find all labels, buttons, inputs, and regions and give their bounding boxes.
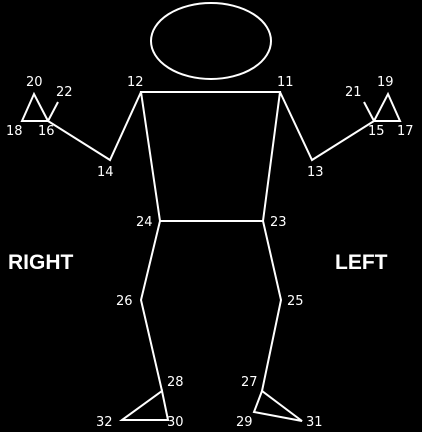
landmark-12: 12 xyxy=(127,75,144,90)
landmark-23: 23 xyxy=(270,215,287,230)
landmark-19: 19 xyxy=(377,75,394,90)
landmark-32: 32 xyxy=(96,415,113,430)
left-side-label: LEFT xyxy=(335,251,388,274)
landmark-20: 20 xyxy=(26,75,43,90)
right-thumb xyxy=(47,101,59,122)
landmark-29: 29 xyxy=(236,415,253,430)
landmark-21: 21 xyxy=(345,85,362,100)
right-arm xyxy=(47,91,142,162)
landmark-15: 15 xyxy=(368,124,385,139)
landmark-25: 25 xyxy=(287,294,304,309)
landmark-13: 13 xyxy=(307,165,324,180)
landmark-24: 24 xyxy=(136,215,153,230)
right-foot-triangle xyxy=(118,389,170,421)
landmark-27: 27 xyxy=(241,375,258,390)
landmark-22: 22 xyxy=(56,85,73,100)
landmark-28: 28 xyxy=(167,375,184,390)
left-hand-triangle xyxy=(372,91,402,122)
landmark-14: 14 xyxy=(97,165,114,180)
landmark-26: 26 xyxy=(116,294,133,309)
right-leg xyxy=(139,220,163,392)
left-arm xyxy=(279,91,375,162)
landmark-31: 31 xyxy=(306,415,323,430)
left-leg xyxy=(261,220,283,392)
right-side-label: RIGHT xyxy=(8,251,74,274)
landmark-18: 18 xyxy=(6,124,23,139)
left-thumb xyxy=(363,101,375,122)
head-outline xyxy=(150,2,272,80)
landmark-11: 11 xyxy=(277,75,294,90)
left-foot-triangle xyxy=(252,389,303,422)
landmark-17: 17 xyxy=(397,124,414,139)
torso-outline xyxy=(139,91,282,222)
landmark-30: 30 xyxy=(167,415,184,430)
landmark-16: 16 xyxy=(38,124,55,139)
right-hand-triangle xyxy=(20,91,50,122)
